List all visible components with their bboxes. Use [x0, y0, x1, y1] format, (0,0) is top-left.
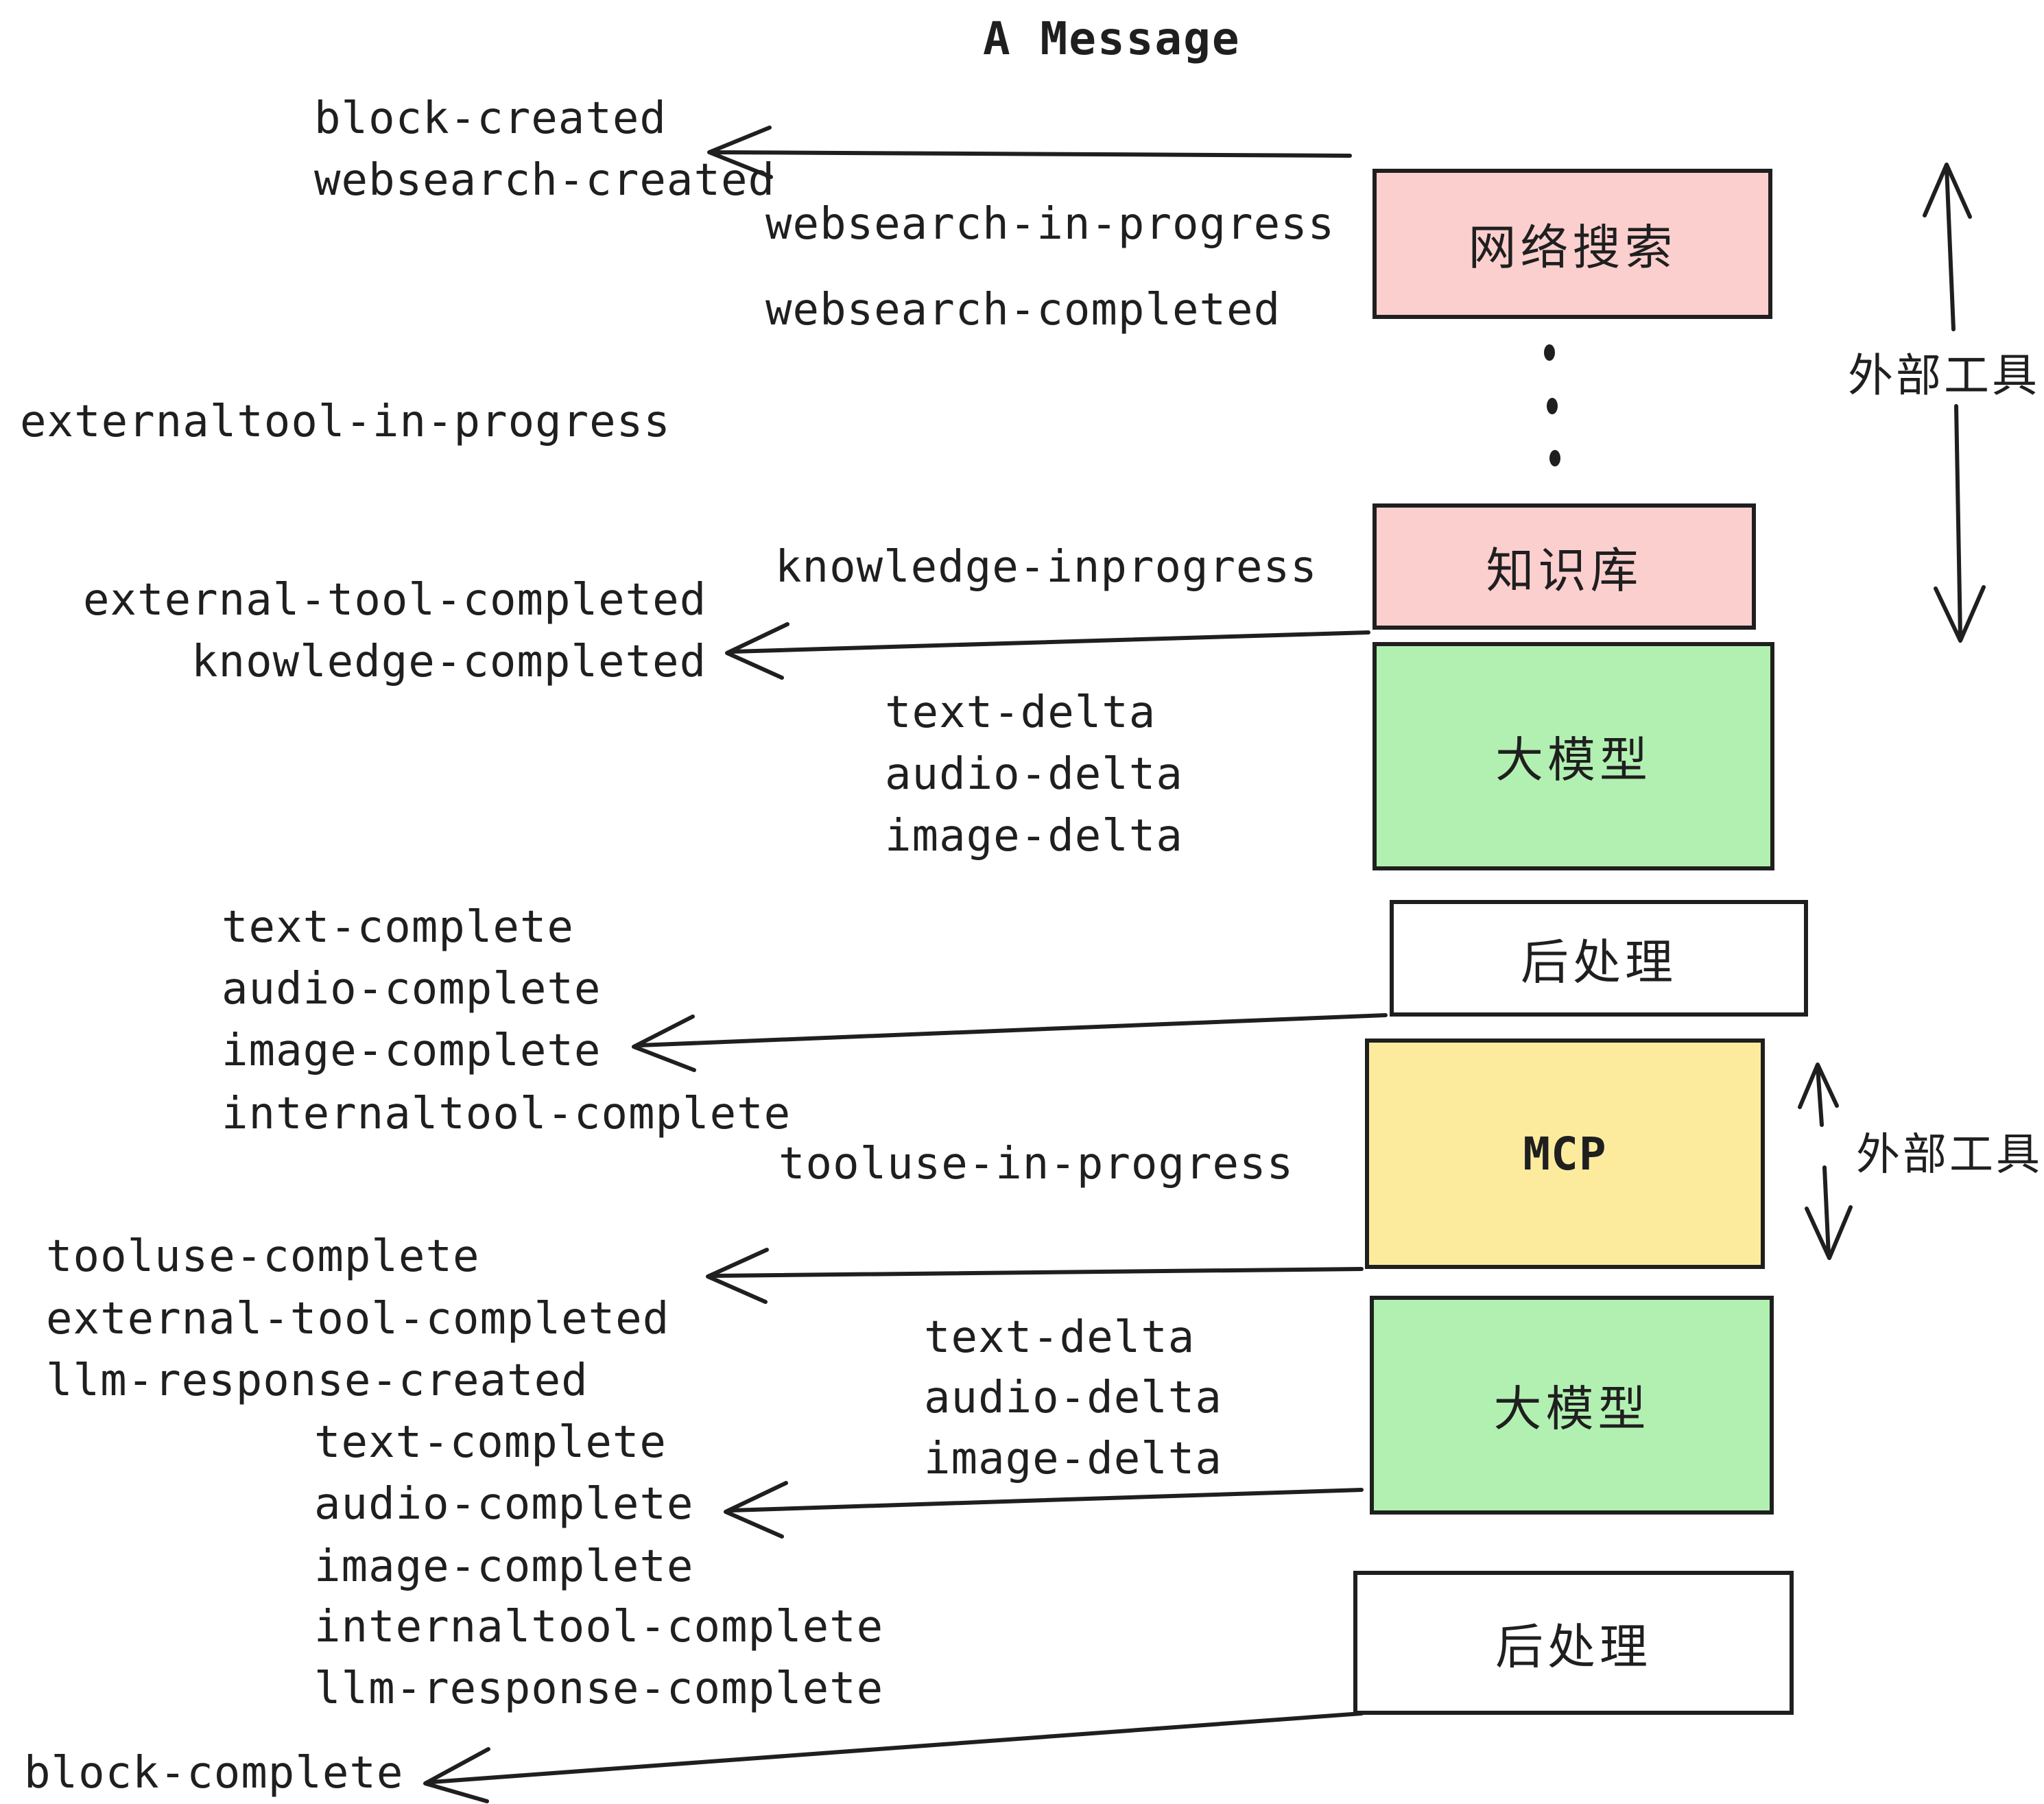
side-label-external-tools-mcp: 外部工具 — [1856, 1130, 2043, 1180]
arrow-mcp-external-up — [1798, 1063, 1839, 1127]
event-label-image-delta-1: image-delta — [885, 811, 1183, 862]
event-label-audio-delta-1: audio-delta — [885, 749, 1183, 800]
arrow-websearch-created — [707, 126, 1352, 179]
event-label-audio-delta-2: audio-delta — [924, 1373, 1222, 1423]
box-postprocess-2: 后处理 — [1353, 1571, 1794, 1715]
box-postprocess-1: 后处理 — [1390, 900, 1808, 1017]
event-label-block-created: block-created — [314, 93, 667, 144]
box-knowledge-label: 知识库 — [1486, 542, 1643, 599]
arrow-tooluse-complete — [706, 1248, 1364, 1304]
event-label-image-delta-2: image-delta — [924, 1434, 1222, 1484]
arrow-external-tools-down — [1934, 404, 1986, 643]
event-label-external-tool-completed-1: external-tool-completed — [83, 575, 707, 626]
event-label-external-tool-completed-2: external-tool-completed — [46, 1294, 670, 1344]
side-label-external-tools-top: 外部工具 — [1848, 349, 2040, 402]
event-label-knowledge-inprogress: knowledge-inprogress — [775, 542, 1318, 593]
event-label-internaltool-complete-2: internaltool-complete — [314, 1602, 884, 1652]
event-label-internaltool-complete-1: internaltool-complete — [222, 1089, 792, 1139]
box-websearch-label: 网络搜索 — [1468, 219, 1677, 276]
event-label-text-delta-2: text-delta — [924, 1312, 1196, 1363]
event-label-audio-complete-1: audio-complete — [222, 964, 602, 1014]
box-mcp: MCP — [1365, 1039, 1765, 1269]
event-label-tooluse-complete: tooluse-complete — [46, 1231, 480, 1282]
event-label-knowledge-completed: knowledge-completed — [191, 637, 707, 687]
box-llm-1-label: 大模型 — [1495, 732, 1652, 788]
event-label-websearch-created: websearch-created — [314, 155, 776, 206]
diagram-title: A Message — [983, 12, 1241, 65]
arrow-external-tools-up — [1923, 163, 1972, 331]
arrow-image-complete — [632, 1013, 1388, 1072]
event-label-externaltool-in-progress: externaltool-in-progress — [20, 396, 671, 447]
arrow-audio-complete — [724, 1481, 1364, 1539]
event-label-block-complete: block-complete — [24, 1748, 404, 1799]
box-postprocess-2-label: 后处理 — [1495, 1618, 1652, 1675]
event-label-websearch-completed: websearch-completed — [765, 285, 1281, 335]
event-label-websearch-in-progress: websearch-in-progress — [765, 199, 1335, 250]
event-label-image-complete-1: image-complete — [222, 1025, 602, 1076]
box-mcp-label: MCP — [1523, 1127, 1607, 1180]
box-llm-1: 大模型 — [1372, 642, 1774, 870]
ellipsis-dots — [1544, 344, 1560, 466]
event-label-tooluse-in-progress: tooluse-in-progress — [779, 1139, 1294, 1189]
box-websearch: 网络搜索 — [1372, 169, 1772, 319]
box-llm-2-label: 大模型 — [1493, 1381, 1650, 1437]
arrow-block-complete — [423, 1711, 1364, 1803]
event-label-text-complete-1: text-complete — [222, 902, 574, 953]
event-label-text-delta-1: text-delta — [885, 687, 1156, 738]
event-label-llm-response-created: llm-response-created — [46, 1355, 589, 1406]
box-postprocess-1-label: 后处理 — [1521, 934, 1677, 990]
arrow-mcp-external-down — [1805, 1165, 1853, 1260]
arrow-knowledge-completed — [725, 622, 1370, 680]
event-label-audio-complete-2: audio-complete — [314, 1479, 694, 1530]
event-label-text-complete-2: text-complete — [314, 1417, 667, 1468]
box-llm-2: 大模型 — [1370, 1296, 1774, 1515]
event-label-image-complete-2: image-complete — [314, 1541, 694, 1592]
box-knowledge: 知识库 — [1372, 503, 1756, 630]
event-label-llm-response-complete: llm-response-complete — [314, 1663, 884, 1714]
